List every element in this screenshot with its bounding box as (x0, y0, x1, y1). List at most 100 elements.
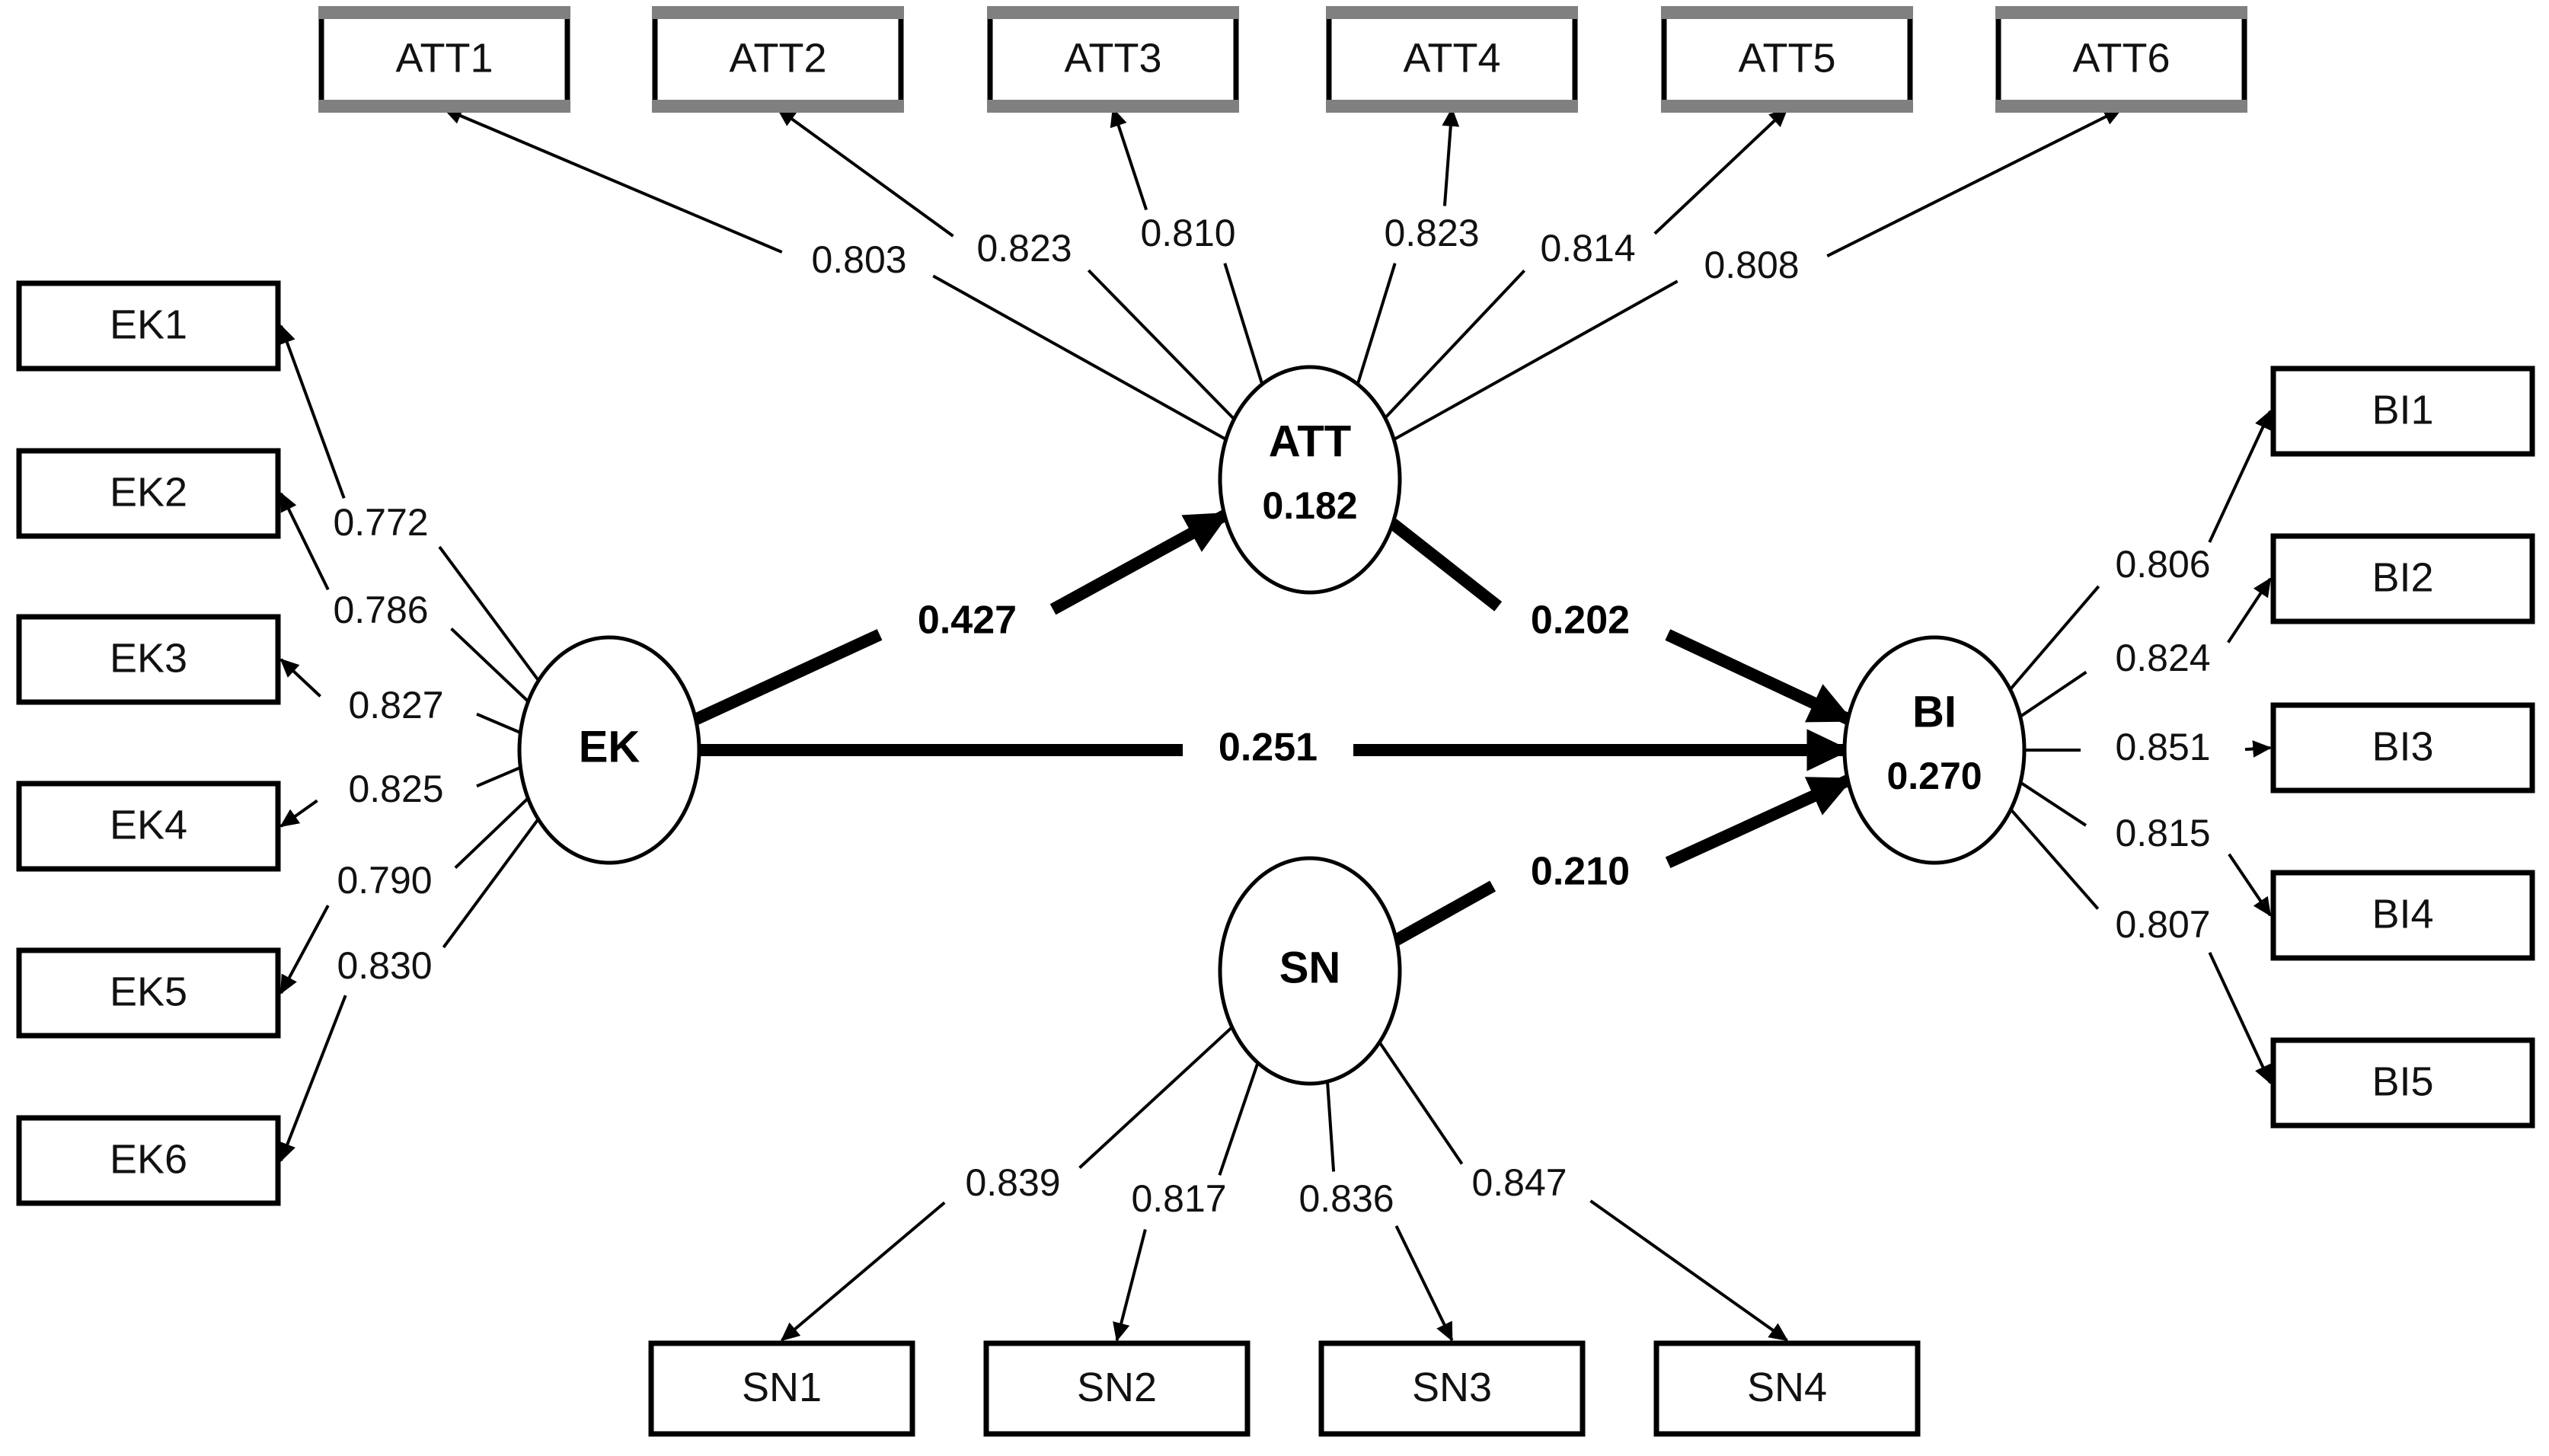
indicator-label: EK5 (110, 969, 187, 1014)
loading-arrow-att3 (1110, 107, 1148, 211)
loading-line-ek1-stem (438, 545, 540, 682)
loading-line-bi4-stem (2019, 781, 2087, 827)
loading-line-sn2-stem (1218, 1062, 1260, 1176)
path-coefficient-sn-bi: 0.210 (1531, 850, 1630, 894)
loading-line-ek2-stem (450, 627, 529, 703)
indicator-box-ek5: EK5 (16, 947, 281, 1039)
indicator-label: ATT5 (1738, 35, 1835, 81)
loading-line-bi2-stem (2019, 670, 2087, 718)
indicator-label: EK1 (110, 302, 187, 347)
indicator-box-att5: ATT5 (1661, 6, 1913, 113)
loading-line-att1-stem (932, 274, 1227, 441)
loading-value-ek1: 0.772 (333, 501, 428, 544)
indicator-box-att3: ATT3 (987, 6, 1239, 113)
indicator-box-sn1: SN1 (648, 1340, 915, 1437)
loading-arrow-ek3 (279, 658, 321, 698)
loading-line-ek4-stem (476, 766, 522, 788)
loading-line-sn4-stem (1378, 1041, 1464, 1165)
indicator-label: EK3 (110, 635, 187, 681)
path-coefficient-ek-bi: 0.251 (1219, 726, 1318, 770)
loading-arrow-sn2 (1113, 1229, 1147, 1342)
indicator-label: EK2 (110, 469, 187, 515)
loading-arrow-ek5 (279, 905, 330, 995)
loading-value-sn2: 0.817 (1131, 1177, 1226, 1220)
loading-line-att4-stem (1356, 263, 1397, 385)
indicator-label: BI5 (2372, 1058, 2433, 1104)
loading-line-ek6-stem (442, 818, 540, 949)
indicator-box-att1: ATT1 (318, 6, 570, 113)
loading-arrow-att6 (1826, 107, 2123, 257)
indicator-label: ATT2 (729, 35, 826, 81)
indicator-label: ATT3 (1064, 35, 1161, 81)
loading-line-sn1-stem (1078, 1026, 1234, 1170)
loading-value-att3: 0.810 (1140, 212, 1235, 254)
indicator-label: BI1 (2372, 387, 2433, 433)
loading-arrow-bi5 (2208, 952, 2272, 1084)
loading-arrow-sn3 (1394, 1225, 1454, 1342)
loading-line-bi1-stem (2008, 585, 2100, 691)
indicator-label: SN2 (1077, 1365, 1157, 1410)
indicator-label: BI4 (2372, 891, 2433, 937)
loading-line-att2-stem (1087, 269, 1235, 420)
loading-value-att5: 0.814 (1540, 227, 1635, 270)
loading-line-ek5-stem (454, 797, 529, 870)
indicator-label: SN1 (742, 1365, 822, 1410)
indicator-box-bi4: BI4 (2270, 870, 2535, 961)
indicator-box-ek3: EK3 (16, 614, 281, 705)
indicator-box-sn2: SN2 (983, 1340, 1251, 1437)
loading-arrow-att4 (1442, 107, 1460, 206)
loading-line-bi5-stem (2009, 808, 2100, 910)
loading-arrow-bi4 (2228, 853, 2272, 917)
indicator-label: BI2 (2372, 554, 2433, 600)
indicator-label: ATT6 (2072, 35, 2170, 81)
loading-value-ek6: 0.830 (337, 944, 432, 987)
indicator-box-sn4: SN4 (1653, 1340, 1921, 1437)
indicator-box-att4: ATT4 (1326, 6, 1578, 113)
indicator-label: ATT4 (1403, 35, 1500, 81)
indicator-label: EK4 (110, 802, 187, 848)
latent-variable-label: BI (1912, 687, 1956, 736)
loading-arrow-ek4 (279, 799, 318, 828)
latent-variable-sn: SN (1218, 856, 1402, 1086)
indicator-box-bi5: BI5 (2270, 1037, 2535, 1129)
indicator-box-att6: ATT6 (1995, 6, 2247, 113)
latent-variable-ek: EK (517, 635, 701, 865)
structural-path-ek-to-att-arrow (1049, 509, 1231, 615)
indicator-box-ek2: EK2 (16, 448, 281, 539)
loading-arrow-sn4 (1589, 1199, 1789, 1342)
indicator-box-bi1: BI1 (2270, 366, 2535, 457)
indicator-box-ek6: EK6 (16, 1115, 281, 1206)
loading-line-att3-stem (1223, 263, 1264, 385)
structural-path-ek-to-att-stem (693, 629, 883, 725)
loading-value-att4: 0.823 (1384, 212, 1479, 254)
indicator-box-sn3: SN3 (1318, 1340, 1586, 1437)
loading-value-ek4: 0.825 (348, 768, 443, 810)
loading-line-sn3-stem (1326, 1081, 1336, 1172)
structural-path-att-to-bi-stem (1388, 519, 1503, 611)
latent-variable-bi: BI 0.270 (1842, 635, 2027, 865)
indicator-label: ATT1 (395, 35, 493, 81)
loading-arrow-att1 (442, 107, 783, 254)
indicator-label: SN4 (1747, 1365, 1827, 1410)
indicator-label: SN3 (1412, 1365, 1492, 1410)
loading-value-ek2: 0.786 (333, 589, 428, 631)
loading-value-bi3: 0.851 (2115, 726, 2210, 768)
loading-value-ek5: 0.790 (337, 859, 432, 902)
loading-arrow-att2 (776, 107, 954, 238)
indicator-label: EK6 (110, 1136, 187, 1182)
indicator-box-bi2: BI2 (2270, 533, 2535, 624)
latent-variable-label: SN (1279, 943, 1341, 992)
loading-arrow-sn1 (780, 1201, 946, 1342)
loading-value-att2: 0.823 (976, 227, 1072, 270)
indicator-box-ek1: EK1 (16, 280, 281, 372)
indicator-box-bi3: BI3 (2270, 702, 2535, 793)
indicator-box-att2: ATT2 (652, 6, 904, 113)
loading-value-att6: 0.808 (1704, 244, 1799, 286)
loading-arrow-ek6 (279, 995, 347, 1162)
loading-arrow-ek1 (279, 324, 346, 499)
latent-variable-r2: 0.270 (1886, 755, 1982, 797)
